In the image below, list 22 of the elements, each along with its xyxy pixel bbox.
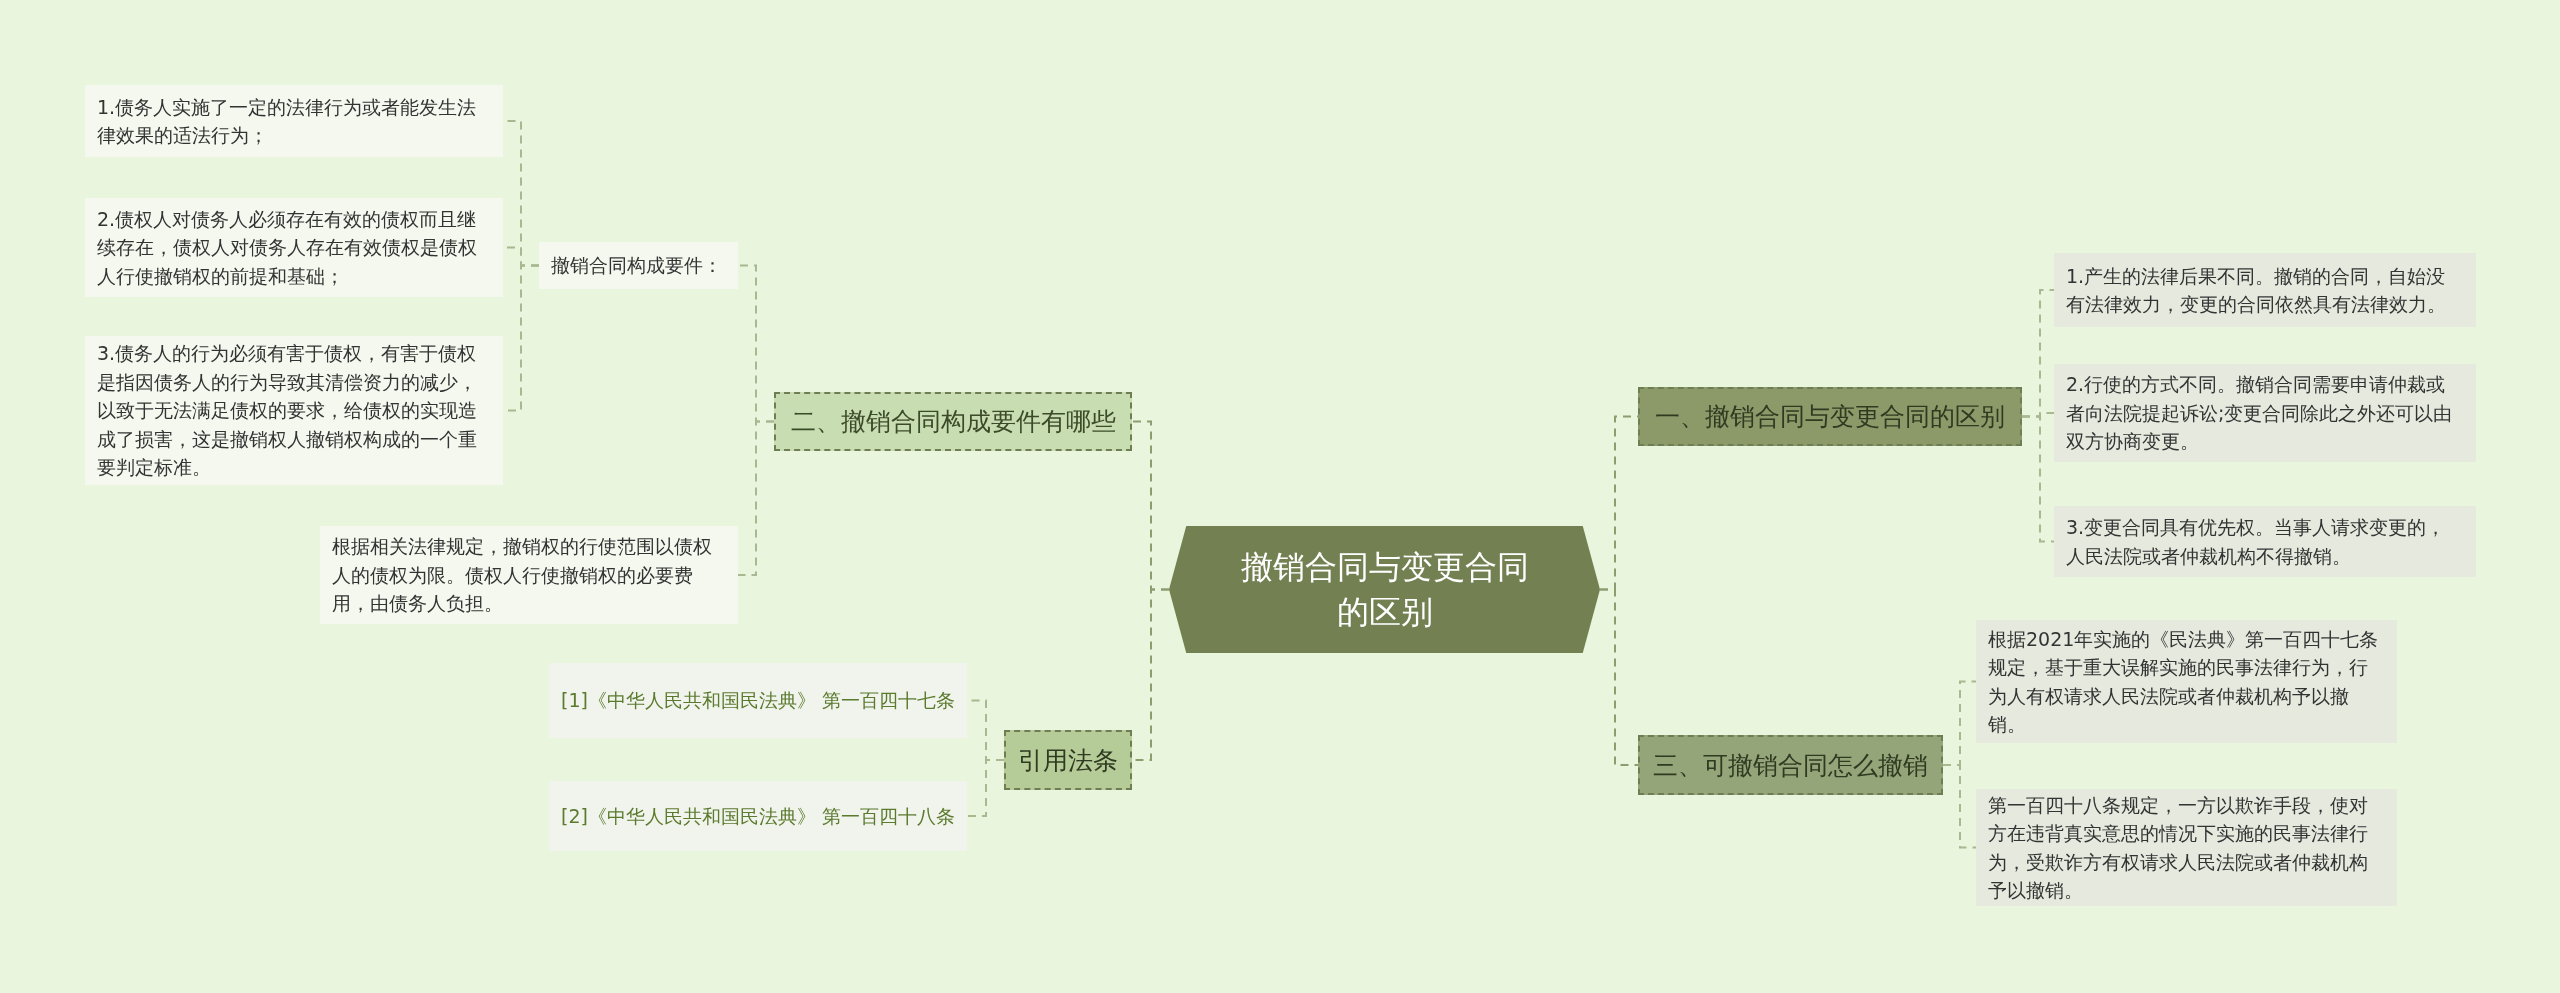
- note-box: 1.债务人实施了一定的法律行为或者能发生法律效果的适法行为；: [85, 85, 503, 157]
- topic-box: 一、撤销合同与变更合同的区别: [1638, 387, 2022, 446]
- note-box: 根据2021年实施的《民法典》第一百四十七条规定，基于重大误解实施的民事法律行为，行为人有权请求人民法院或者仲裁机构予以撤销。: [1976, 620, 2397, 743]
- note-box: 1.产生的法律后果不同。撤销的合同，自始没有法律效力，变更的合同依然具有法律效力。: [2054, 253, 2476, 327]
- note-box: 2.行使的方式不同。撤销合同需要申请仲裁或者向法院提起诉讼;变更合同除此之外还可以由双方协商变更。: [2054, 364, 2476, 462]
- note-box: 2.债权人对债务人必须存在有效的债权而且继续存在，债权人对债务人存在有效债权是债权人行使撤销权的前提和基础；: [85, 198, 503, 297]
- note-box: 根据相关法律规定，撤销权的行使范围以债权人的债权为限。债权人行使撤销权的必要费用，由债务人负担。: [320, 526, 738, 624]
- note-box: 3.债务人的行为必须有害于债权，有害于债权是指因债务人的行为导致其清偿资力的减少，以致于无法满足债权的要求，给债权的实现造成了损害，这是撤销权人撤销权构成的一个重要判定标准。: [85, 336, 503, 485]
- connector-line: [966, 759, 1005, 817]
- topic-box: 三、可撤销合同怎么撤销: [1638, 735, 1943, 795]
- connector-line: [737, 420, 775, 576]
- note-box: [2]《中华人民共和国民法典》 第一百四十八条: [549, 781, 967, 851]
- connector-line: [1599, 588, 1639, 766]
- note-box: 撤销合同构成要件：: [539, 242, 738, 289]
- note-box: 第一百四十八条规定，一方以欺诈手段，使对方在违背真实意思的情况下实施的民事法律行为，受欺诈方有权请求人民法院或者仲裁机构予以撤销。: [1976, 789, 2397, 906]
- connector-line: [1942, 764, 1977, 849]
- topic-box: 引用法条: [1004, 730, 1132, 790]
- central-topic: 撤销合同与变更合同的区别: [1169, 526, 1600, 653]
- note-box: 3.变更合同具有优先权。当事人请求变更的，人民法院或者仲裁机构不得撤销。: [2054, 506, 2476, 577]
- connector-line: [2021, 415, 2055, 543]
- topic-box: 二、撤销合同构成要件有哪些: [774, 392, 1132, 451]
- note-box: [1]《中华人民共和国民法典》 第一百四十七条: [549, 663, 967, 738]
